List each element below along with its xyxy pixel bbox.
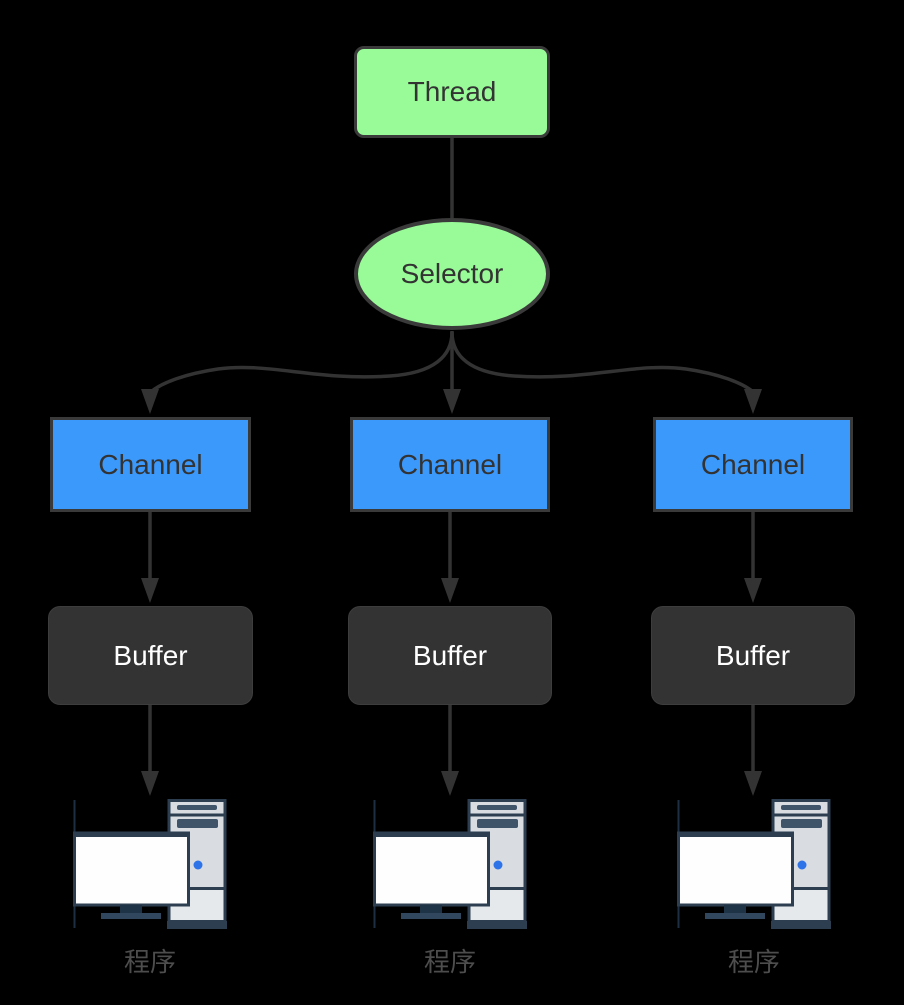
channel-label: Channel <box>397 448 503 480</box>
desktop-computer-icon <box>677 799 831 929</box>
buffer-node-2: Buffer <box>348 606 552 705</box>
selector-node: Selector <box>354 218 550 330</box>
arrowhead-channel-1 <box>141 389 159 414</box>
arrowhead-program-2 <box>441 771 459 796</box>
channel-label: Channel <box>98 448 203 480</box>
arrowhead-buffer-2 <box>441 578 459 603</box>
program-label-1: 程序 <box>123 947 176 977</box>
channel-node-3: Channel <box>653 417 853 512</box>
selector-label: Selector <box>400 258 504 289</box>
channel-label: Channel <box>700 448 806 480</box>
arrowhead-channel-2 <box>443 389 461 414</box>
program-label-2: 程序 <box>423 947 476 977</box>
buffer-label: Buffer <box>412 639 488 671</box>
buffer-node-3: Buffer <box>651 606 855 705</box>
thread-node: Thread <box>354 46 550 138</box>
arrowhead-buffer-3 <box>744 578 762 603</box>
desktop-computer-icon <box>373 799 527 929</box>
arrowhead-program-1 <box>141 771 159 796</box>
buffer-label: Buffer <box>113 639 188 671</box>
channel-node-2: Channel <box>350 417 550 512</box>
buffer-node-1: Buffer <box>48 606 253 705</box>
edge-selector-channel-3 <box>450 331 754 393</box>
buffer-label: Buffer <box>715 639 791 671</box>
edge-selector-channel-1 <box>150 331 454 393</box>
thread-label: Thread <box>407 76 497 107</box>
desktop-computer-icon <box>73 799 227 929</box>
program-label-3: 程序 <box>727 947 780 977</box>
arrowhead-channel-3 <box>744 389 762 414</box>
channel-node-1: Channel <box>50 417 251 512</box>
arrowhead-program-3 <box>744 771 762 796</box>
arrowhead-buffer-1 <box>141 578 159 603</box>
